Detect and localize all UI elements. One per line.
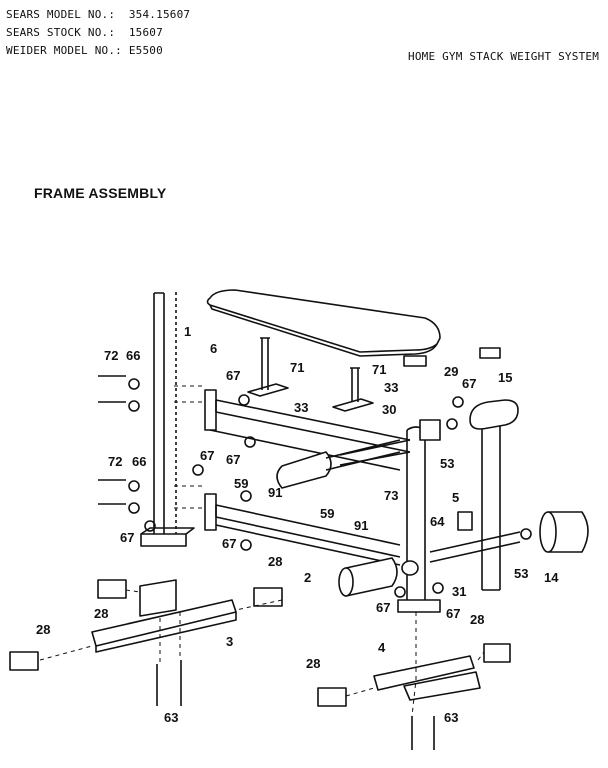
sears-model-value: 354.15607 bbox=[128, 8, 191, 21]
callout-59a: 59 bbox=[234, 476, 248, 491]
callout-66b: 66 bbox=[132, 454, 146, 469]
callout-6: 6 bbox=[210, 341, 217, 356]
end-cap-29b bbox=[479, 347, 501, 359]
callout-30: 30 bbox=[382, 402, 396, 417]
callout-67b: 67 bbox=[462, 376, 476, 391]
bolt-63a bbox=[156, 660, 182, 706]
bolt-63b bbox=[411, 716, 435, 750]
bolt-71a bbox=[260, 337, 270, 390]
weider-model-line: WEIDER MODEL NO.: E5500 bbox=[6, 44, 163, 57]
system-title: HOME GYM STACK WEIGHT SYSTEM bbox=[408, 50, 600, 63]
callout-67e: 67 bbox=[120, 530, 134, 545]
sears-stock-label: SEARS STOCK NO.: bbox=[6, 26, 116, 39]
rear-stabilizer-part-4 bbox=[373, 655, 481, 701]
callout-73: 73 bbox=[384, 488, 398, 503]
callout-67a: 67 bbox=[226, 368, 240, 383]
callout-labels: 1 6 71 71 29 72 66 67 33 33 67 15 30 67 … bbox=[36, 324, 559, 725]
roller-pad-part-14 bbox=[539, 511, 589, 553]
upper-roller-pad bbox=[276, 439, 401, 489]
callout-72b: 72 bbox=[108, 454, 122, 469]
upright-post-part-1 bbox=[140, 292, 195, 547]
roller-shaft-part-31 bbox=[429, 531, 521, 563]
callout-28d: 28 bbox=[36, 622, 50, 637]
callout-29: 29 bbox=[444, 364, 458, 379]
leg-upright-part-5 bbox=[469, 399, 519, 591]
callout-71b: 71 bbox=[372, 362, 386, 377]
callout-1: 1 bbox=[184, 324, 191, 339]
section-title: FRAME ASSEMBLY bbox=[34, 185, 167, 201]
main-rail-part-2 bbox=[204, 493, 401, 566]
callout-71a: 71 bbox=[290, 360, 304, 375]
end-cap-28c bbox=[9, 651, 39, 671]
callout-91a: 91 bbox=[268, 485, 282, 500]
sears-model-label: SEARS MODEL NO.: bbox=[6, 8, 116, 21]
frame-parts bbox=[9, 289, 589, 750]
end-cap-28a bbox=[97, 579, 127, 599]
callout-63a: 63 bbox=[164, 710, 178, 725]
callout-14: 14 bbox=[544, 570, 559, 585]
callout-31: 31 bbox=[452, 584, 466, 599]
callout-53b: 53 bbox=[514, 566, 528, 581]
callout-3: 3 bbox=[226, 634, 233, 649]
callout-64: 64 bbox=[430, 514, 445, 529]
callout-63b: 63 bbox=[444, 710, 458, 725]
seat-pad-part-6 bbox=[206, 289, 441, 357]
seat-bracket-33b bbox=[332, 398, 374, 412]
callout-33b: 33 bbox=[384, 380, 398, 395]
rear-upright bbox=[397, 419, 441, 613]
callout-28e: 28 bbox=[306, 656, 320, 671]
sears-model-line: SEARS MODEL NO.: 354.15607 bbox=[6, 8, 190, 21]
callout-67c: 67 bbox=[226, 452, 240, 467]
front-roller-pad bbox=[338, 557, 419, 597]
alignment-lines bbox=[39, 385, 485, 717]
callout-53a: 53 bbox=[440, 456, 454, 471]
callout-2: 2 bbox=[304, 570, 311, 585]
callout-33a: 33 bbox=[294, 400, 308, 415]
callout-28b: 28 bbox=[94, 606, 108, 621]
bolts-72 bbox=[98, 375, 126, 505]
callout-66a: 66 bbox=[126, 348, 140, 363]
front-stabilizer-part-3 bbox=[91, 579, 237, 653]
bolt-71b bbox=[350, 367, 360, 402]
callout-72a: 72 bbox=[104, 348, 118, 363]
callout-28c: 28 bbox=[470, 612, 484, 627]
callout-4: 4 bbox=[378, 640, 386, 655]
callout-67d: 67 bbox=[200, 448, 214, 463]
callout-67h: 67 bbox=[446, 606, 460, 621]
callout-15: 15 bbox=[498, 370, 512, 385]
callout-5: 5 bbox=[452, 490, 459, 505]
callout-28a: 28 bbox=[268, 554, 282, 569]
weider-model-value: E5500 bbox=[128, 44, 163, 57]
washers bbox=[128, 378, 532, 598]
callout-59b: 59 bbox=[320, 506, 334, 521]
end-cap-28d bbox=[317, 687, 347, 707]
sears-stock-line: SEARS STOCK NO.: 15607 bbox=[6, 26, 163, 39]
end-cap-29a bbox=[403, 355, 427, 367]
callout-91b: 91 bbox=[354, 518, 368, 533]
bushing-part-64 bbox=[457, 511, 473, 531]
callout-67g: 67 bbox=[376, 600, 390, 615]
end-cap-28e bbox=[483, 643, 511, 663]
weider-model-label: WEIDER MODEL NO.: bbox=[6, 44, 122, 57]
end-cap-28b bbox=[253, 587, 283, 607]
sears-stock-value: 15607 bbox=[128, 26, 163, 39]
callout-67f: 67 bbox=[222, 536, 236, 551]
